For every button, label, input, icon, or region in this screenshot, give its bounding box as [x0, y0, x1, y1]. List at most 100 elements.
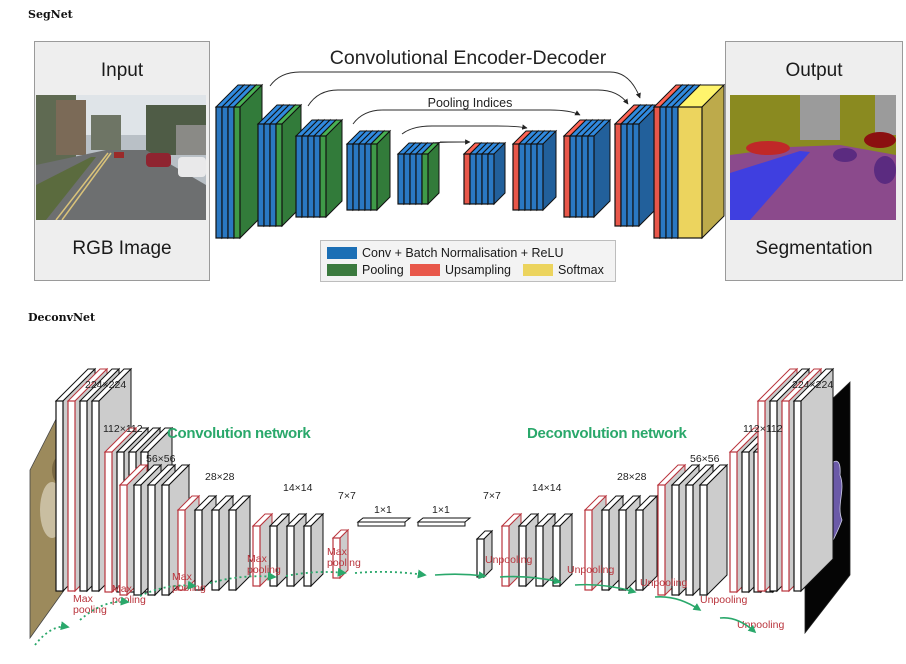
legend-upsample-label: Upsampling [445, 263, 512, 277]
pooling-indices-arrow-4 [401, 124, 528, 135]
segnet-dec1-conv-layer-3-front [671, 106, 679, 239]
deconv-block-28-slab-0-front [584, 509, 593, 591]
conv-block-224-slab-1-front [67, 400, 76, 592]
segnet-dec4-upsample-layer-0-front [512, 143, 520, 211]
fc-1x1-b [417, 521, 466, 527]
unpooling-arrow-1 [434, 571, 487, 580]
segnet-enc3-conv-layer-3-front [313, 135, 321, 218]
segnet-enc2-pool-layer-3-front [275, 123, 283, 227]
size-label-7: 1×1 [374, 504, 392, 516]
conv-block-14-slab-1-front [269, 525, 278, 587]
segnet-dec3-conv-layer-4-side [593, 118, 611, 219]
conv-block-224-slab-2-front [79, 400, 88, 592]
deconv-block-14-slab-2 [534, 512, 557, 588]
fc-1x1-a-top [356, 517, 412, 523]
segnet-dec3-conv-layer-3-front [581, 135, 589, 218]
deconv-block-14-slab-3 [551, 512, 574, 588]
segnet-dec1-softmax-layer-4-side [701, 83, 725, 240]
segnet-stage-enc2 [256, 103, 303, 228]
segnet-stage-dec3 [562, 118, 612, 219]
conv-block-28-slab-2-front [211, 509, 220, 591]
deconv-block-28-slab-2-front [618, 509, 627, 591]
segnet-dec3-conv-layer-2-front [575, 135, 583, 218]
deconvolution-network-label: Deconvolution network [527, 425, 687, 442]
convolution-network-label: Convolution network [167, 425, 311, 442]
size-label-10: 14×14 [532, 482, 562, 494]
pooling-switch-arrow-6 [354, 569, 427, 579]
segnet-enc4-pool-layer-4-front [370, 143, 378, 211]
segnet-dec4-conv-layer-4 [535, 129, 558, 212]
unpooling-label-1: Unpooling [485, 554, 532, 566]
segnet-enc2-conv-layer-2-front [269, 123, 277, 227]
segnet-dec1-upsample-layer-0-front [653, 106, 661, 239]
conv-block-14-slab-3-side [310, 512, 324, 588]
deconv-block-56-slab-3-front [699, 484, 708, 596]
unpooling-arrow-2 [499, 575, 562, 585]
size-label-9: 7×7 [483, 490, 501, 502]
deconv-block-112-slab-1-front [741, 451, 750, 593]
unpooling-label-5: Unpooling [737, 619, 784, 631]
unpooling-arrow-4 [654, 595, 702, 611]
legend-conv: Conv + Batch Normalisation + ReLU [327, 246, 563, 260]
segnet-architecture [214, 71, 726, 240]
segnet-dec4-conv-layer-4-front [536, 143, 544, 211]
conv-block-7-slab-0-front [332, 537, 341, 579]
conv-block-56-slab-2-front [147, 484, 156, 596]
segnet-enc3-pool-layer-4-front [319, 135, 327, 218]
deconv-block-56-slab-2-front [685, 484, 694, 596]
legend-pool-label: Pooling [362, 263, 404, 277]
output-segmentation-image [730, 95, 896, 220]
deconv-block-56-slab-1-front [671, 484, 680, 596]
segnet-enc2-conv-layer-1-front [263, 123, 271, 227]
legend-conv-swatch [327, 247, 357, 259]
legend-softmax-swatch [523, 264, 553, 276]
conv-block-7 [331, 528, 350, 580]
deconv-block-224-slab-3-side [800, 367, 834, 593]
segnet-dec2-conv-layer-1-front [620, 123, 628, 227]
segnet-dec3-conv-layer-1-front [569, 135, 577, 218]
legend-pool: Pooling [327, 263, 404, 277]
segnet-enc5-pool-layer-4 [420, 141, 441, 206]
deconv-block-7 [475, 529, 494, 579]
deconv-block-14-slab-2-front [535, 525, 544, 587]
deconv-block-28-slab-3-side [642, 494, 658, 592]
deconv-block-224-slab-3 [792, 367, 835, 593]
fc-1x1-b-top [416, 517, 472, 523]
size-label-13: 112×112 [743, 423, 783, 435]
conv-block-14-slab-3 [302, 512, 325, 588]
deconv-block-7-slab-0 [475, 529, 494, 579]
segnet-dec2-conv-layer-2-front [626, 123, 634, 227]
segnet-enc4-pool-layer-4-side [376, 129, 391, 212]
unpooling-arrow-3 [574, 583, 637, 594]
segnet-dec5-conv-layer-2-front [475, 153, 483, 205]
segnet-dec1-softmax-layer-4-front [677, 106, 703, 239]
conv-block-7-slab-0 [331, 528, 350, 580]
deconv-block-28-slab-3 [634, 494, 659, 592]
segnet-enc5-conv-layer-1-front [403, 153, 411, 205]
fc-1x1-a [357, 521, 406, 527]
conv-block-56-slab-3-front [161, 484, 170, 596]
conv-block-28-slab-1-front [194, 509, 203, 591]
segnet-enc5-pool-layer-4-front [421, 153, 429, 205]
unpooling-label-4: Unpooling [700, 594, 747, 606]
pooling-switch-arrow-3 [139, 580, 197, 597]
segnet-enc4-conv-layer-3-front [364, 143, 372, 211]
segnet-legend: Conv + Batch Normalisation + ReLU Poolin… [320, 240, 616, 282]
segnet-enc5-conv-layer-0-front [397, 153, 405, 205]
segnet-enc1-conv-layer-1-front [221, 106, 229, 239]
deconv-block-56-slab-0-front [657, 484, 666, 596]
size-label-8: 1×1 [432, 504, 450, 516]
deconv-block-7-slab-0-front [476, 538, 485, 578]
size-label-6: 7×7 [338, 490, 356, 502]
segnet-stage-dec4 [511, 129, 558, 212]
pooling-indices-arrow-5 [431, 139, 471, 145]
size-label-2: 112×112 [103, 423, 143, 435]
deconv-block-14-slab-1-front [518, 525, 527, 587]
segnet-dec2-conv-layer-3-front [632, 123, 640, 227]
segnet-enc1-pool-layer-3 [232, 83, 264, 240]
segnet-dec4-conv-layer-3-front [530, 143, 538, 211]
conv-block-14-slab-3-front [303, 525, 312, 587]
